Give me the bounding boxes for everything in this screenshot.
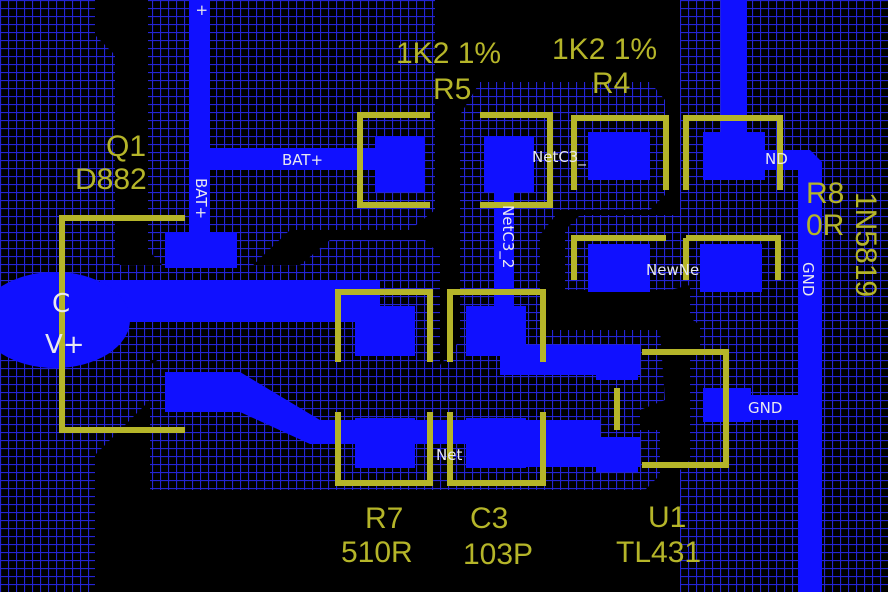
net-label-newne: NewNe <box>646 261 699 279</box>
net-label-c: C <box>52 289 70 319</box>
r4-value: 1K2 1% <box>552 33 657 66</box>
trace-nd-vertical <box>721 0 747 150</box>
d1-pad-2 <box>700 244 762 292</box>
trace-bat-plus-horizontal <box>205 148 390 170</box>
d1-pad-1 <box>588 244 650 292</box>
r4-ref: R4 <box>592 67 630 100</box>
trace-nd-r8 <box>740 150 822 592</box>
copper-pour-top-mid <box>148 0 435 268</box>
r8-ref: R8 <box>806 177 844 210</box>
u1-outline <box>642 349 729 468</box>
q1-ref: Q1 <box>106 130 146 163</box>
r7-outline-bottom <box>335 412 433 486</box>
c3-value: 103P <box>463 538 533 571</box>
net-label-bat-plus-h: BAT+ <box>282 151 323 169</box>
r7-pad-1 <box>355 306 415 356</box>
copper-pour-center <box>150 82 665 490</box>
r4-pad-2 <box>703 132 765 180</box>
r4-pad-1 <box>588 132 650 180</box>
net-label-gnd-h: GND <box>748 399 782 417</box>
q1-base-pad <box>165 232 237 268</box>
d1-outline-right <box>686 235 781 280</box>
net-labels: + BAT+ BAT+ C V+ NetC3_ NetC3_2 ND NewNe… <box>45 4 817 464</box>
d1-outline-left <box>571 235 666 280</box>
q1-emitter-pad <box>165 376 237 412</box>
d1-value: 1N5819 <box>849 192 882 297</box>
net-label-nd: ND <box>765 150 788 168</box>
r7-ref: R7 <box>365 502 403 535</box>
trace-bat-plus-vertical <box>189 0 210 240</box>
net-label-vplus: V+ <box>45 330 85 360</box>
u1-pad-1 <box>596 346 638 380</box>
u1-value: TL431 <box>616 536 701 569</box>
r7-value: 510R <box>341 536 413 569</box>
u1-pad-2 <box>596 438 638 472</box>
net-label-netc3-a: NetC3_ <box>532 148 586 167</box>
r5-pad-2 <box>484 136 534 192</box>
r5-value: 1K2 1% <box>396 37 501 70</box>
q1-value: D882 <box>75 163 147 196</box>
r7-outline-top <box>335 289 433 362</box>
silkscreen-outlines <box>59 112 783 486</box>
r5-outline-right <box>480 112 553 208</box>
net-label-gnd-v: GND <box>799 262 817 296</box>
pads <box>0 132 765 472</box>
r5-outline-left <box>357 112 430 208</box>
r4-outline-left <box>571 115 669 190</box>
c3-pad-2 <box>466 418 526 468</box>
r7-pad-2 <box>355 418 415 468</box>
net-label-netc3-2: NetC3_2 <box>498 205 517 268</box>
c3-outline-bottom <box>447 412 546 486</box>
r5-pad-1 <box>375 136 425 192</box>
trace-c-vplus <box>100 280 380 322</box>
net-label-net: Net <box>436 446 462 464</box>
r5-ref: R5 <box>433 73 471 106</box>
u1-ref: U1 <box>648 501 686 534</box>
r4-outline-right <box>683 115 783 190</box>
q1-outline <box>59 215 185 433</box>
silkscreen-text: Q1 D882 1K2 1% R5 1K2 1% R4 R8 0R 1N5819… <box>75 33 882 571</box>
r8-value: 0R <box>806 209 844 242</box>
net-label-bat-plus-v: BAT+ <box>192 178 210 219</box>
c3-ref: C3 <box>470 502 508 535</box>
c3-outline-top <box>447 289 546 362</box>
net-label-bat-plus-top: + <box>193 4 211 17</box>
c3-pad-1 <box>466 306 526 356</box>
